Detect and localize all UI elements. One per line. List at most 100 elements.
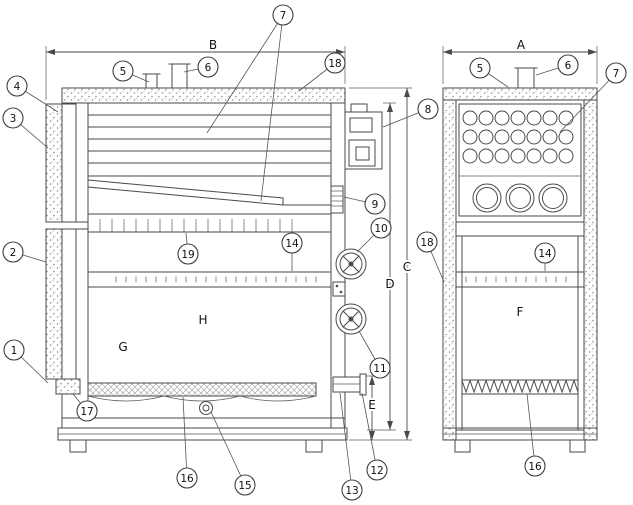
leg-right — [305, 439, 323, 453]
callout-13-side-section: 13 — [339, 392, 363, 501]
callout-17-side-section: 17 — [72, 393, 98, 422]
callout-number: 19 — [181, 249, 194, 261]
callout-14-side-section: 14 — [281, 232, 303, 271]
perforated-shelf-side — [87, 271, 332, 288]
callout-number: 4 — [14, 81, 21, 93]
callout-12-side-section: 12 — [361, 392, 388, 481]
left-wall-upper — [45, 103, 63, 223]
front-shelf — [455, 221, 585, 237]
front-plate-lower — [61, 228, 77, 380]
perforated-shelf-front — [455, 271, 585, 288]
callout-2-side-section: 2 — [2, 241, 47, 263]
front-grate — [461, 379, 579, 395]
top-insulation — [61, 87, 346, 104]
dimension-label-H: H — [198, 313, 207, 327]
callout-circle-6 — [557, 54, 579, 76]
front-view — [442, 46, 598, 453]
top-fitting — [142, 73, 161, 89]
callout-7-side-section: 7 — [206, 4, 294, 202]
callout-18-side-section: 18 — [298, 52, 346, 92]
callout-circle-2 — [2, 241, 24, 263]
callout-circle-11 — [369, 357, 391, 379]
callout-16-front: 16 — [524, 393, 546, 477]
callout-18-front: 18 — [416, 231, 445, 283]
callout-number: 14 — [538, 248, 552, 260]
callout-11-side-section: 11 — [358, 330, 391, 379]
flue-tube-holes — [462, 110, 574, 164]
callout-15-side-section: 15 — [210, 411, 256, 496]
callout-circle-7 — [605, 62, 627, 84]
front-plate-upper — [61, 103, 77, 223]
callout-circle-16 — [176, 467, 198, 489]
burner-openings — [472, 183, 568, 213]
air-valve-lower — [335, 303, 367, 335]
callout-circle-8 — [417, 98, 439, 120]
dimension-lines-front — [442, 46, 598, 84]
callout-number: 13 — [345, 485, 358, 497]
leg-left — [69, 439, 87, 453]
drain-plug — [199, 401, 213, 415]
callout-number: 6 — [205, 62, 212, 74]
callout-number: 5 — [477, 63, 484, 75]
callout-number: 3 — [10, 113, 17, 125]
callout-circle-4 — [6, 75, 28, 97]
dimension-label-A: A — [517, 38, 526, 52]
callout-circle-12 — [366, 459, 388, 481]
front-left-wall — [442, 99, 457, 441]
side-section-view — [45, 46, 412, 453]
callout-number: 14 — [285, 238, 299, 250]
callout-circle-6 — [197, 56, 219, 78]
callout-circle-5 — [112, 60, 134, 82]
callout-circle-18 — [416, 231, 438, 253]
tube-sheet — [458, 103, 582, 217]
dimension-label-E: E — [368, 398, 376, 412]
callout-circle-5 — [469, 57, 491, 79]
callout-16-side-section: 16 — [176, 396, 198, 489]
callout-number: 6 — [565, 60, 572, 72]
callout-circle-7 — [272, 4, 294, 26]
callout-14-front: 14 — [534, 242, 556, 271]
callout-circle-15 — [234, 474, 256, 496]
callout-circle-9 — [364, 193, 386, 215]
callout-3-side-section: 3 — [2, 107, 49, 149]
callout-number: 7 — [280, 10, 287, 22]
callout-number: 12 — [370, 465, 383, 477]
callout-number: 18 — [420, 237, 433, 249]
drain-pipe — [332, 373, 367, 396]
callout-circle-17 — [76, 400, 98, 422]
callout-number: 7 — [613, 68, 620, 80]
callout-number: 9 — [372, 199, 379, 211]
front-right-wall — [583, 99, 598, 441]
callout-circle-18 — [324, 52, 346, 74]
callout-circle-13 — [341, 479, 363, 501]
callout-circle-14 — [534, 242, 556, 264]
callout-number: 10 — [374, 223, 387, 235]
callout-5-front: 5 — [469, 57, 509, 88]
callout-5-side-section: 5 — [112, 60, 150, 83]
callout-circle-19 — [177, 243, 199, 265]
flue-tube-row — [87, 213, 332, 233]
callout-9-side-section: 9 — [343, 193, 386, 215]
fan-housing — [344, 103, 383, 170]
front-chimney — [514, 67, 538, 89]
callout-circle-16 — [524, 455, 546, 477]
callout-4-side-section: 4 — [6, 75, 59, 113]
callout-number: 1 — [11, 345, 18, 357]
callout-number: 15 — [238, 480, 251, 492]
callout-circle-14 — [281, 232, 303, 254]
callout-number: 8 — [425, 104, 432, 116]
callout-number: 18 — [328, 58, 341, 70]
grill-vent — [330, 185, 344, 214]
callout-number: 5 — [120, 66, 127, 78]
callout-number: 2 — [10, 247, 17, 259]
air-valve-upper — [335, 248, 367, 280]
dimension-label-B: B — [209, 38, 217, 52]
dimension-lines-side — [45, 46, 412, 441]
dimension-label-F: F — [517, 305, 524, 319]
callout-7-front: 7 — [559, 62, 627, 133]
base-side — [57, 427, 348, 453]
